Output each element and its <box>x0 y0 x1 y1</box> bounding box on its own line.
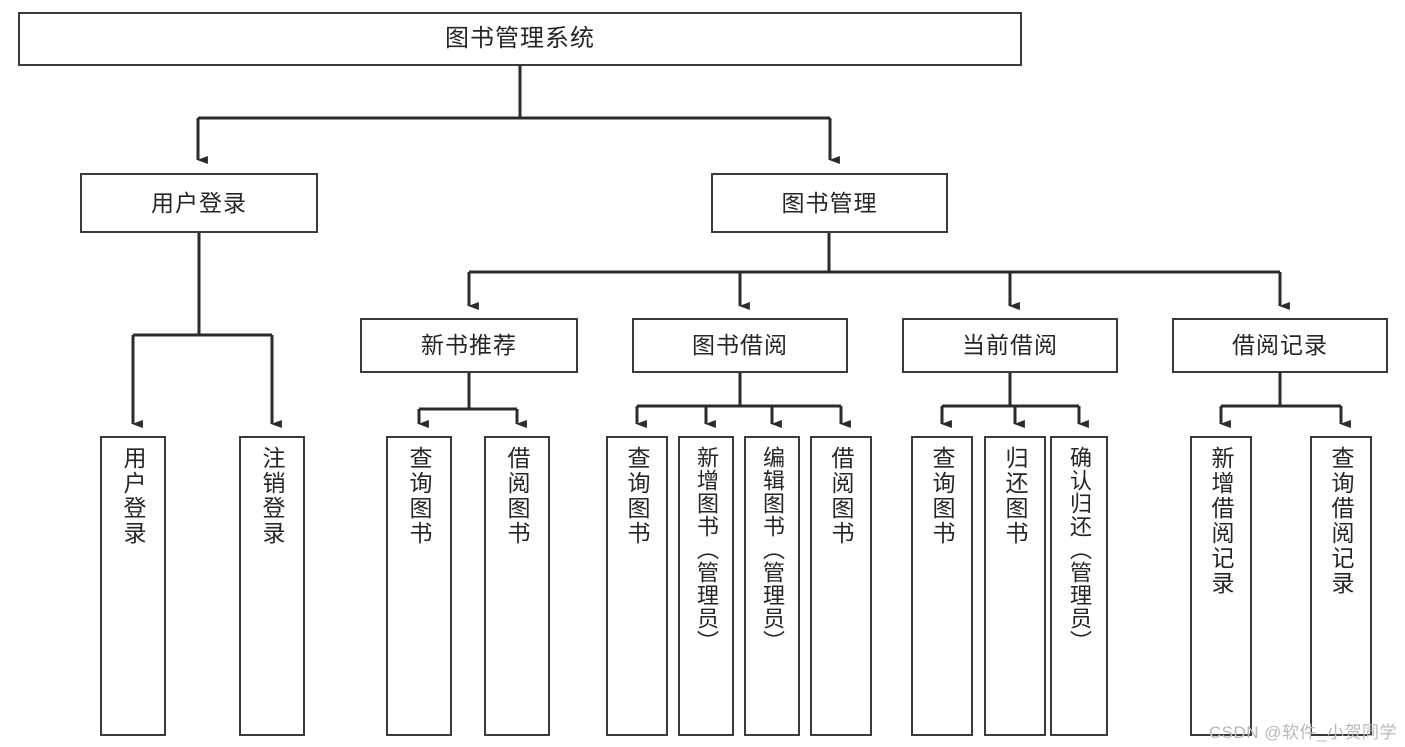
leaf-label: 查询图书 <box>624 446 651 546</box>
leaf-query-book-recommend[interactable]: 查询图书 <box>386 436 452 736</box>
leaf-edit-book-admin[interactable]: 编辑图书（管理员） <box>744 436 800 736</box>
leaf-label: 编辑图书（管理员） <box>759 446 785 653</box>
leaf-borrow-book[interactable]: 借阅图书 <box>810 436 872 736</box>
leaf-label: 借阅图书 <box>828 446 855 546</box>
node-user-login[interactable]: 用户登录 <box>80 173 318 233</box>
leaf-user-login[interactable]: 用户登录 <box>100 436 166 736</box>
node-borrow-record[interactable]: 借阅记录 <box>1172 318 1388 373</box>
leaf-label: 归还图书 <box>1002 446 1029 546</box>
leaf-return-book[interactable]: 归还图书 <box>984 436 1046 736</box>
node-new-book-recommend[interactable]: 新书推荐 <box>360 318 578 373</box>
leaf-logout[interactable]: 注销登录 <box>239 436 305 736</box>
leaf-query-borrow-record[interactable]: 查询借阅记录 <box>1310 436 1372 736</box>
leaf-query-book-borrow[interactable]: 查询图书 <box>606 436 668 736</box>
node-current-borrow[interactable]: 当前借阅 <box>902 318 1118 373</box>
leaf-label: 新增图书（管理员） <box>693 446 719 653</box>
leaf-label: 确认归还（管理员） <box>1066 446 1092 653</box>
leaf-label: 新增借阅记录 <box>1208 446 1235 596</box>
csdn-watermark: CSDN @软件_小贺同学 <box>1208 723 1397 742</box>
node-book-borrow[interactable]: 图书借阅 <box>632 318 848 373</box>
leaf-add-borrow-record[interactable]: 新增借阅记录 <box>1190 436 1252 736</box>
node-root-system[interactable]: 图书管理系统 <box>18 12 1022 66</box>
leaf-label: 注销登录 <box>259 446 286 546</box>
leaf-borrow-book-recommend[interactable]: 借阅图书 <box>484 436 550 736</box>
leaf-query-book-current[interactable]: 查询图书 <box>911 436 973 736</box>
leaf-label: 查询图书 <box>406 446 433 546</box>
leaf-label: 借阅图书 <box>504 446 531 546</box>
leaf-label: 用户登录 <box>120 446 147 546</box>
leaf-label: 查询图书 <box>929 446 956 546</box>
leaf-add-book-admin[interactable]: 新增图书（管理员） <box>678 436 734 736</box>
leaf-label: 查询借阅记录 <box>1328 446 1355 596</box>
leaf-confirm-return-admin[interactable]: 确认归还（管理员） <box>1050 436 1108 736</box>
node-book-management[interactable]: 图书管理 <box>711 173 948 233</box>
